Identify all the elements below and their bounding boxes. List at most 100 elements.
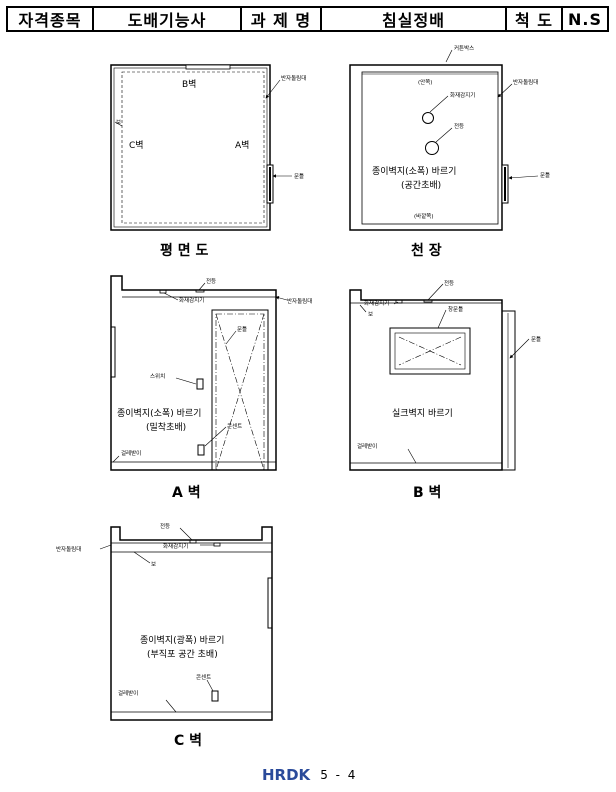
wall-a-light: [195, 289, 205, 293]
hrdk-logo: HRDK: [262, 766, 311, 784]
ceiling-inside-label: (안쪽): [418, 79, 432, 86]
plan-wall-c-label: C벽: [129, 140, 144, 151]
plan-leader-beam: [114, 121, 123, 127]
wall-b-door-label: 문틀: [531, 336, 541, 343]
ceiling-wallpaper-label: 종이벽지(소폭) 바르기: [372, 166, 456, 177]
wall-c-leader-baseboard: [99, 544, 112, 550]
wall-a-wallpaper-label: 종이벽지(소폭) 바르기: [117, 408, 201, 419]
wall-c-detector-label: 화재감지기: [163, 542, 188, 550]
wall-b-light-label: 전등: [444, 279, 454, 287]
ceiling-leader-curtain: [445, 49, 453, 63]
wall-b-skirting-label: 걸레받이: [357, 442, 377, 450]
wall-a-door-diagonal-2: [215, 313, 265, 471]
ceiling-baseboard-label: 반자돌림대: [513, 78, 538, 86]
wall-c-leader-light: [179, 527, 193, 541]
wall-b-leader-light: [427, 283, 444, 301]
wall-a-left-door-edge: [110, 326, 116, 378]
wall-a-switch-label: 스위치: [150, 372, 165, 380]
wall-a-leader-detector: [163, 292, 179, 301]
wall-a-leader-door: [225, 330, 237, 345]
wall-b-leader-skirting: [407, 448, 417, 464]
header-value-subject: 도배기능사: [94, 8, 242, 30]
wall-a-door-inner: [215, 313, 265, 471]
wall-c-skirting-label: 걸레받이: [118, 689, 138, 697]
header-value-task: 침실정배: [322, 8, 507, 30]
wall-c-leader-outlet: [206, 679, 214, 692]
wall-b-wallpaper-label: 실크벽지 바르기: [392, 408, 453, 419]
wall-a-detector-label: 화재감지기: [179, 296, 204, 304]
wall-a-leader-light: [198, 282, 206, 291]
wall-b-leader-door: [509, 338, 530, 359]
ceiling-leader-light: [435, 127, 453, 143]
plan-beam-label: 보: [116, 119, 121, 126]
page-number: 5 - 4: [320, 768, 358, 782]
wall-c-fire-detector: [213, 542, 221, 547]
plan-door-label: 문틀: [294, 173, 304, 180]
ceiling-door-label: 문틀: [540, 172, 550, 179]
wall-c-light-label: 전등: [160, 522, 170, 530]
wall-b-elevation: [349, 283, 530, 471]
wall-c-outlet-label: 콘센트: [196, 673, 211, 681]
header-label-scale: 척 도: [507, 8, 563, 30]
wall-a-fire-detector: [159, 289, 167, 294]
wall-b-window-label: 창문틀: [448, 305, 463, 313]
wall-b-beam-label: 보: [368, 311, 373, 318]
ceiling-outer: [349, 64, 503, 231]
wall-c-outlet: [211, 690, 219, 702]
wall-a-outlet-label: 콘센트: [227, 422, 242, 430]
wall-c-light: [189, 539, 197, 544]
header-label-task: 과 제 명: [242, 8, 322, 30]
ceiling-leader-detector: [429, 95, 449, 113]
ceiling-curtain-box-label: 커튼박스: [454, 44, 474, 52]
ceiling-outside-label: (바깥쪽): [414, 212, 433, 220]
wall-c-door-edge: [267, 577, 273, 629]
wall-b-outline: [349, 289, 503, 471]
wall-c-elevation: [99, 526, 273, 721]
ceiling-leader-baseboard: [497, 83, 513, 98]
plan-title: 평 면 도: [160, 242, 209, 259]
wall-b-leader-detector: [393, 301, 399, 305]
wall-c-beam-label: 보: [151, 561, 156, 568]
wall-c-outline: [110, 526, 273, 721]
wall-c-leader-beam: [133, 551, 151, 564]
wall-b-window-glass: [394, 332, 466, 370]
wall-c-title: C 벽: [174, 732, 202, 749]
wall-c-method-label: (부직포 공간 초배): [147, 649, 218, 660]
wall-a-outline: [110, 275, 277, 471]
wall-a-title: A 벽: [172, 484, 201, 501]
wall-b-window-diagonal-2: [398, 336, 462, 366]
wall-a-outlet: [197, 444, 205, 456]
wall-c-baseboard-label: 반자돌림대: [56, 545, 81, 553]
wall-b-fire-detector: [395, 299, 403, 304]
wall-c-leader-skirting: [165, 699, 177, 713]
ceiling-leader-door: [508, 175, 539, 180]
wall-a-leader-baseboard: [275, 296, 288, 301]
title-block: 자격종목 도배기능사 과 제 명 침실정배 척 도 N.S: [6, 6, 609, 32]
ceiling-baseboard: [361, 71, 499, 225]
wall-a-leader-skirting: [112, 455, 120, 463]
page-footer: HRDK 5 - 4: [262, 766, 357, 784]
wall-a-switch: [196, 378, 204, 390]
wall-a-door-label: 문틀: [237, 326, 247, 333]
wall-b-detector-label: 화재감지기: [364, 299, 389, 307]
header-label-subject: 자격종목: [8, 8, 94, 30]
floor-plan: [110, 64, 292, 231]
wall-a-leader-switch: [175, 377, 197, 385]
ceiling-light-label: 전등: [454, 122, 464, 130]
ceiling-title: 천 장: [411, 242, 442, 259]
wall-a-leader-outlet: [204, 426, 227, 447]
wall-b-title: B 벽: [413, 484, 441, 501]
ceiling-detector-label: 화재감지기: [450, 91, 475, 99]
plan-baseboard-label: 반자돌림대: [281, 74, 306, 82]
plan-leader-baseboard: [265, 79, 281, 99]
wall-a-method-label: (밀착초배): [146, 421, 186, 433]
plan-wall-b-label: B벽: [182, 79, 196, 90]
plan-wall-a-label: A벽: [235, 140, 249, 151]
wall-b-door-frame: [501, 310, 516, 471]
wall-b-leader-beam: [359, 304, 367, 313]
header-value-scale: N.S: [568, 9, 602, 29]
ceiling-fire-detector: [422, 112, 434, 124]
ceiling-plan: [349, 49, 539, 231]
wall-b-leader-window: [437, 309, 447, 329]
